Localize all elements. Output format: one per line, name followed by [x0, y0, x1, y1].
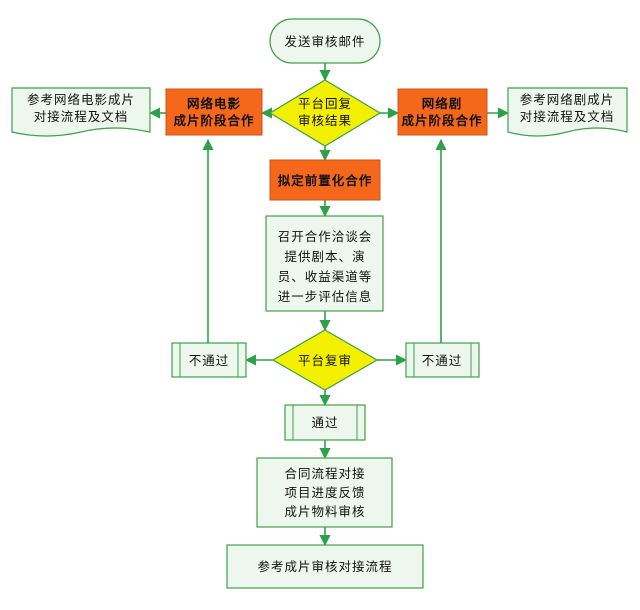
left-doc-line1: 参考网络电影成片	[27, 92, 135, 107]
pass-label: 通过	[311, 415, 338, 430]
pass-node: 通过	[284, 404, 366, 441]
decision2-label: 平台复审	[298, 353, 352, 368]
connectors	[148, 63, 510, 547]
decision1-line2: 审核结果	[298, 113, 352, 128]
meeting-line4: 进一步评估信息	[278, 289, 373, 304]
start-label: 发送审核邮件	[284, 34, 365, 49]
right-stage-line1: 网络剧	[422, 96, 463, 111]
contract-line3: 成片物料审核	[284, 504, 365, 519]
reject-left-node: 不通过	[171, 342, 247, 378]
decision1-line1: 平台回复	[298, 96, 352, 111]
left-stage-line2: 成片阶段合作	[173, 113, 254, 128]
left-stage-node: 网络电影 成片阶段合作	[165, 88, 263, 136]
preplan-node: 拟定前置化合作	[269, 159, 381, 201]
end-label: 参考成片审核对接流程	[257, 559, 392, 574]
right-stage-line2: 成片阶段合作	[401, 113, 482, 128]
reject-right-node: 不通过	[405, 342, 480, 378]
right-doc-node: 参考网络剧成片 对接流程及文档	[507, 87, 628, 137]
meeting-line1: 召开合作洽谈会	[278, 229, 373, 244]
preplan-label: 拟定前置化合作	[278, 173, 373, 188]
contract-line2: 项目进度反馈	[284, 485, 365, 500]
right-doc-line2: 对接流程及文档	[520, 109, 615, 124]
decision1-node: 平台回复 审核结果	[268, 79, 382, 147]
right-doc-line1: 参考网络剧成片	[520, 92, 615, 107]
contract-line1: 合同流程对接	[284, 466, 365, 481]
end-node: 参考成片审核对接流程	[226, 544, 424, 589]
start-node: 发送审核邮件	[269, 18, 381, 64]
meeting-line2: 提供剧本、演	[284, 249, 365, 264]
contract-node: 合同流程对接 项目进度反馈 成片物料审核	[256, 457, 393, 528]
left-doc-line2: 对接流程及文档	[34, 109, 129, 124]
meeting-line3: 员、收益渠道等	[278, 269, 373, 284]
left-stage-line1: 网络电影	[187, 96, 241, 111]
right-stage-node: 网络剧 成片阶段合作	[397, 88, 488, 136]
meeting-node: 召开合作洽谈会 提供剧本、演 员、收益渠道等 进一步评估信息	[265, 215, 384, 312]
reject-right-label: 不通过	[422, 353, 463, 368]
left-doc-node: 参考网络电影成片 对接流程及文档	[11, 87, 151, 137]
reject-left-label: 不通过	[189, 353, 230, 368]
decision2-node: 平台复审	[271, 329, 379, 391]
